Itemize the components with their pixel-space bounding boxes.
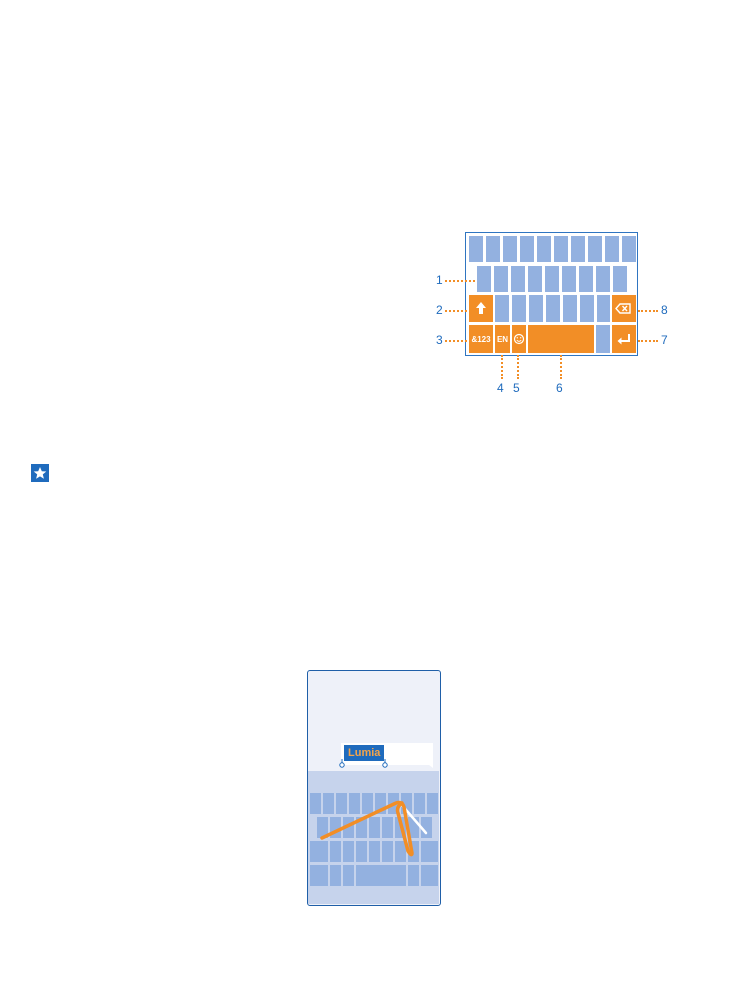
language-key-label: EN: [496, 334, 509, 344]
letter-key: [512, 295, 526, 322]
shift-key: [469, 295, 493, 322]
letter-key: [382, 841, 393, 862]
letter-key: [317, 817, 328, 838]
letter-key: [382, 817, 393, 838]
callout-7: 7: [661, 333, 668, 347]
letter-key: [520, 236, 534, 262]
letter-key: [546, 295, 560, 322]
letter-key: [323, 793, 334, 814]
letter-key: [562, 266, 576, 292]
callout-2: 2: [436, 303, 443, 317]
smiley-icon: [513, 333, 525, 345]
callout-8-leader: [638, 310, 658, 312]
callout-4: 4: [497, 381, 504, 395]
letter-key: [596, 266, 610, 292]
callout-5: 5: [513, 381, 520, 395]
period-key: [408, 865, 419, 886]
letter-key: [343, 817, 354, 838]
callout-5-leader: [517, 355, 519, 379]
bubble-tail: [424, 761, 433, 768]
period-key: [596, 325, 610, 353]
enter-key: [421, 865, 438, 886]
letter-key: [537, 236, 551, 262]
selection-handles: [339, 759, 388, 768]
callout-7-leader: [638, 340, 658, 342]
letter-key: [545, 266, 559, 292]
callout-4-leader: [501, 355, 503, 379]
emoji-key: [512, 325, 526, 353]
letter-key: [579, 266, 593, 292]
letter-key: [588, 236, 602, 262]
letter-key: [414, 793, 425, 814]
callout-6-leader: [560, 355, 562, 379]
backspace-key: [612, 295, 636, 322]
letter-key: [336, 793, 347, 814]
letter-key: [362, 793, 373, 814]
shift-arrow-icon: [476, 302, 486, 314]
letter-key: [330, 841, 341, 862]
space-bar: [356, 865, 406, 886]
phone-swipe-illustration: Lumia: [307, 670, 441, 906]
letter-key: [571, 236, 585, 262]
letter-key: [369, 817, 380, 838]
swipe-trace: [320, 800, 428, 857]
suggested-word: Lumia: [344, 745, 385, 761]
callout-1: 1: [436, 273, 443, 287]
space-bar: [528, 325, 594, 353]
letter-key: [356, 817, 367, 838]
language-key: EN: [495, 325, 510, 353]
letter-key: [469, 236, 483, 262]
callout-3-leader: [445, 340, 467, 342]
letter-key: [511, 266, 525, 292]
letter-key: [395, 841, 406, 862]
letter-key: [605, 236, 619, 262]
callout-2-leader: [445, 310, 467, 312]
backspace-icon: [615, 303, 631, 314]
callout-8: 8: [661, 303, 668, 317]
letter-key: [622, 236, 636, 262]
letter-key: [554, 236, 568, 262]
letter-key: [477, 266, 491, 292]
letter-key: [529, 295, 543, 322]
callout-6: 6: [556, 381, 563, 395]
letter-key: [486, 236, 500, 262]
letter-key: [356, 841, 367, 862]
letter-key: [427, 793, 438, 814]
callout-3: 3: [436, 333, 443, 347]
letter-key: [349, 793, 360, 814]
letter-key: [495, 295, 509, 322]
letter-key: [310, 793, 321, 814]
swipe-keyboard: [308, 771, 439, 904]
letter-key: [375, 793, 386, 814]
emoji-key: [343, 865, 354, 886]
letter-key: [613, 266, 627, 292]
letter-key: [494, 266, 508, 292]
letter-key: [503, 236, 517, 262]
keyboard-diagram: &123 EN: [465, 232, 638, 356]
enter-icon: [617, 334, 630, 345]
letter-key: [421, 817, 432, 838]
symbols-key: [310, 865, 328, 886]
letter-key: [528, 266, 542, 292]
letter-key: [330, 817, 341, 838]
letter-key: [563, 295, 577, 322]
language-key: [330, 865, 341, 886]
callout-1-leader: [445, 280, 475, 282]
shift-key: [310, 841, 328, 862]
star-icon: [31, 464, 49, 482]
letter-key: [580, 295, 594, 322]
backspace-key: [421, 841, 438, 862]
letter-key: [408, 817, 419, 838]
letter-key: [597, 295, 610, 322]
letter-key: [369, 841, 380, 862]
symbols-key: &123: [469, 325, 493, 353]
enter-key: [612, 325, 636, 353]
letter-key: [343, 841, 354, 862]
letter-key: [401, 793, 412, 814]
symbols-key-label: &123: [471, 334, 491, 344]
